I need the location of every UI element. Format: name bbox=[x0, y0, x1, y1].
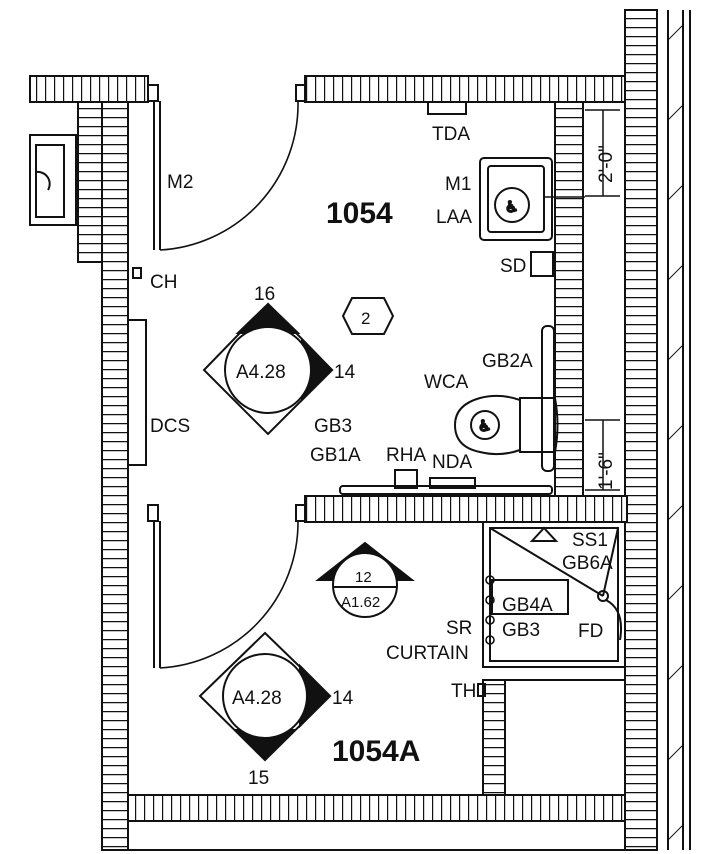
lavatory-icon: ♿ bbox=[479, 157, 553, 241]
label-wca: WCA bbox=[424, 372, 469, 393]
section-upper-side: 14 bbox=[334, 362, 356, 383]
elevation-sheet: A1.62 bbox=[341, 594, 380, 611]
adjacent-fixture bbox=[29, 134, 77, 226]
grab-bar-horizontal bbox=[339, 469, 553, 495]
label-gb2a: GB2A bbox=[482, 351, 533, 372]
shower-curtain bbox=[485, 575, 495, 645]
section-lower-bottom: 15 bbox=[248, 768, 269, 789]
th-fixture bbox=[477, 683, 486, 697]
walls bbox=[29, 9, 691, 851]
shower-stall bbox=[482, 521, 626, 668]
label-dcs: DCS bbox=[150, 416, 190, 437]
wall-bottom bbox=[127, 794, 626, 822]
label-sr: SR bbox=[446, 618, 472, 639]
label-th: TH bbox=[451, 681, 476, 702]
label-sd: SD bbox=[500, 256, 526, 277]
section-marker-upper bbox=[202, 302, 334, 436]
label-gb1a: GB1A bbox=[310, 445, 361, 466]
door-upper bbox=[147, 84, 307, 251]
wall-middle bbox=[304, 495, 628, 523]
label-gb3-upper: GB3 bbox=[314, 416, 352, 437]
water-closet-icon: ♿ bbox=[453, 394, 559, 456]
label-gb3-lower: GB3 bbox=[502, 620, 540, 641]
wall-right-upper bbox=[554, 101, 584, 497]
section-upper-top: 16 bbox=[254, 284, 275, 305]
wall-far-right bbox=[624, 9, 658, 851]
hex-tag-text: 2 bbox=[361, 309, 370, 328]
section-marker-lower bbox=[198, 631, 332, 762]
tda-fixture bbox=[427, 101, 467, 115]
elevation-marker bbox=[315, 541, 415, 618]
section-lower-side: 14 bbox=[332, 688, 354, 709]
label-tda: TDA bbox=[432, 124, 470, 145]
svg-text:♿: ♿ bbox=[505, 199, 518, 216]
room-number-1054a: 1054A bbox=[332, 735, 420, 768]
label-nda: NDA bbox=[432, 452, 472, 473]
room-number-1054: 1054 bbox=[326, 197, 393, 230]
wall-top-right bbox=[304, 75, 628, 103]
label-laa: LAA bbox=[436, 207, 472, 228]
section-lower-ref: A4.28 bbox=[232, 688, 282, 709]
wall-left-stub bbox=[77, 101, 103, 263]
label-gb6a: GB6A bbox=[562, 553, 613, 574]
wall-lower-right bbox=[482, 679, 506, 796]
elevation-number: 12 bbox=[355, 569, 372, 586]
svg-text:♿: ♿ bbox=[478, 418, 491, 435]
label-rha: RHA bbox=[386, 445, 426, 466]
section-upper-ref: A4.28 bbox=[236, 362, 286, 383]
door-lower bbox=[147, 504, 307, 669]
dcs-cabinet bbox=[127, 267, 147, 466]
dimension-lines bbox=[545, 109, 620, 491]
label-ss1: SS1 bbox=[572, 530, 608, 551]
label-m1: M1 bbox=[445, 174, 471, 195]
wall-left bbox=[101, 101, 129, 851]
label-curtain: CURTAIN bbox=[386, 643, 469, 664]
label-fd: FD bbox=[578, 621, 603, 642]
label-m2: M2 bbox=[167, 172, 193, 193]
dimension-upper: 2'-0" bbox=[596, 145, 617, 183]
hex-tag-shape bbox=[341, 297, 395, 335]
label-ch: CH bbox=[150, 272, 177, 293]
dimension-lower: 1'-6" bbox=[596, 452, 617, 490]
wall-top-left bbox=[29, 75, 149, 103]
label-gb4a: GB4A bbox=[502, 595, 553, 616]
sd-fixture bbox=[530, 251, 554, 277]
